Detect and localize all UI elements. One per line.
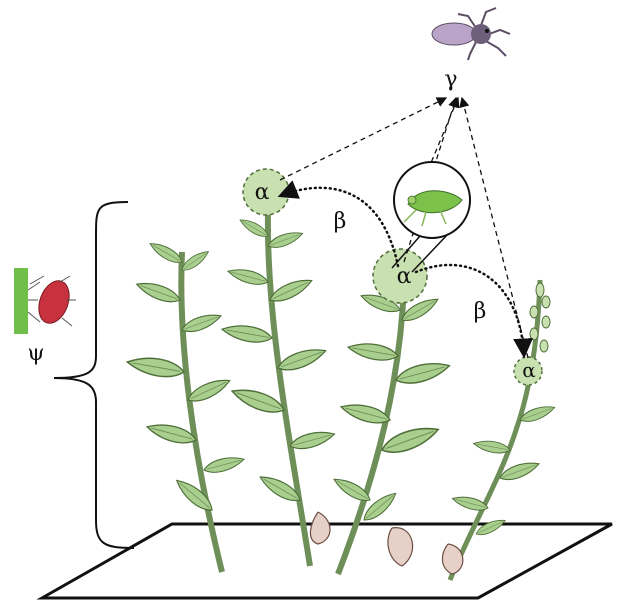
herbivore-inset <box>392 162 470 272</box>
arrow-herbivore-to-gamma <box>428 98 458 170</box>
plant-1 <box>126 239 246 572</box>
label-gamma: γ <box>444 67 457 92</box>
label-alpha-right: α <box>522 358 536 382</box>
arrow-alpha-right-to-gamma <box>462 98 528 358</box>
mite-on-leaf-icon <box>14 268 76 334</box>
spider-icon <box>432 8 510 60</box>
label-psi: ψ <box>27 341 44 366</box>
plant-group-bracket <box>54 202 134 548</box>
label-alpha-center: α <box>397 264 412 289</box>
plant-4 <box>442 280 556 580</box>
plant-2 <box>221 210 336 566</box>
label-beta-right: β <box>474 299 487 324</box>
plant-3 <box>331 286 451 574</box>
label-beta-left: β <box>334 209 347 234</box>
label-alpha-left: α <box>255 180 270 205</box>
